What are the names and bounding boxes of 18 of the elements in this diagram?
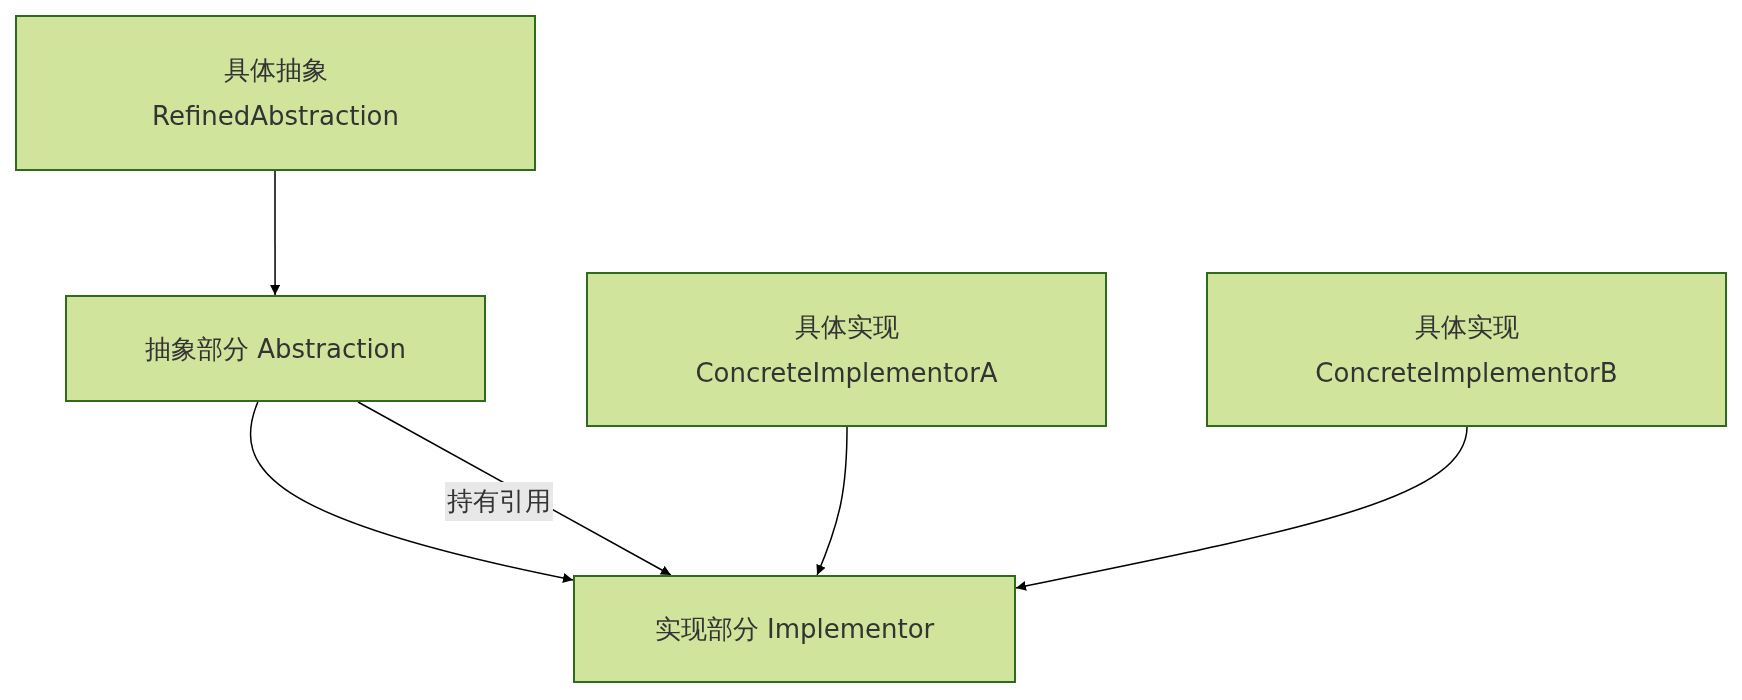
node-text: 具体实现 — [1414, 310, 1519, 344]
node-text: 实现部分 Implementor — [654, 613, 935, 646]
process-box — [573, 575, 1016, 683]
process-box — [586, 272, 1107, 427]
arrow — [270, 170, 281, 296]
node-text: 具体抽象 — [223, 54, 328, 87]
node-text: 抽象部分 Abstraction — [145, 332, 406, 366]
arrow — [816, 426, 848, 576]
process-box — [65, 295, 486, 402]
node-text: ConcreteImplementorB — [1315, 356, 1618, 390]
process-box — [15, 15, 536, 171]
node-text: 具体实现 — [794, 310, 899, 344]
arrow — [1015, 426, 1468, 591]
edge-label: 持有引用 — [445, 482, 553, 521]
process-box — [1206, 272, 1727, 427]
node-text: RefinedAbstraction — [152, 100, 399, 133]
node-text: ConcreteImplementorA — [695, 356, 998, 390]
arrow — [249, 401, 574, 583]
